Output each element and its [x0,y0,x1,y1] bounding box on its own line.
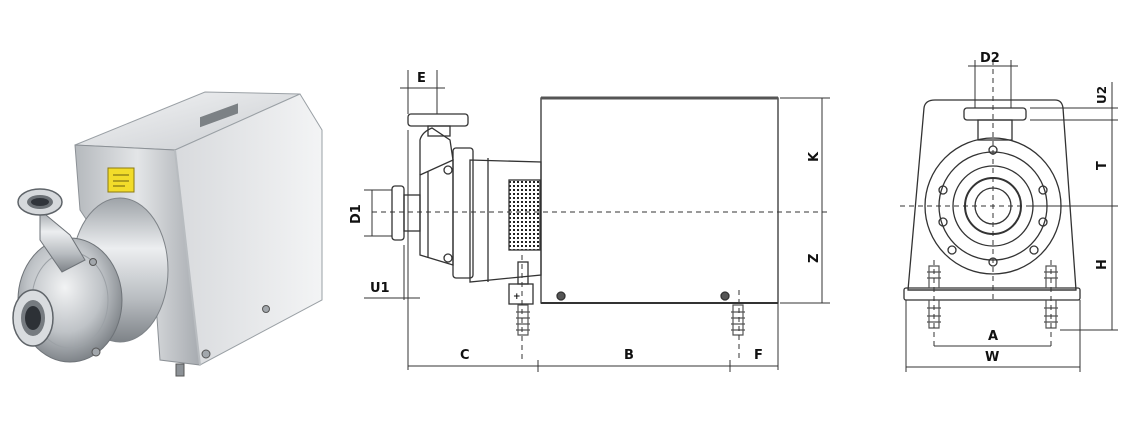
nameplate [200,103,238,128]
dim-label-D1: D1 [349,204,364,224]
discharge-flange-front [963,107,1027,121]
svg-text:+: + [513,292,521,302]
vent-grille [508,179,541,251]
dim-label-E: E [417,71,426,86]
dim-label-Z: Z [807,254,822,263]
dim-label-U2: U2 [1095,86,1109,104]
dim-label-F: F [754,348,763,363]
dim-label-D2: D2 [980,51,1000,66]
dim-label-U1: U1 [370,281,390,296]
side-view-drawing: + [364,70,830,372]
front-housing-outline [907,99,1077,291]
motor-body [540,97,779,304]
dim-label-W: W [985,350,999,365]
inlet-flange-side [391,185,405,241]
dim-label-A: A [988,329,998,344]
discharge-flange-side [407,113,469,127]
dim-label-T: T [1095,161,1110,170]
dim-label-H: H [1095,259,1110,270]
warning-label [107,167,135,193]
dim-label-K: K [807,151,822,162]
pump-photo [12,91,323,377]
dim-label-C: C [460,348,470,363]
front-view-drawing [900,60,1118,372]
dim-label-B: B [624,348,634,363]
